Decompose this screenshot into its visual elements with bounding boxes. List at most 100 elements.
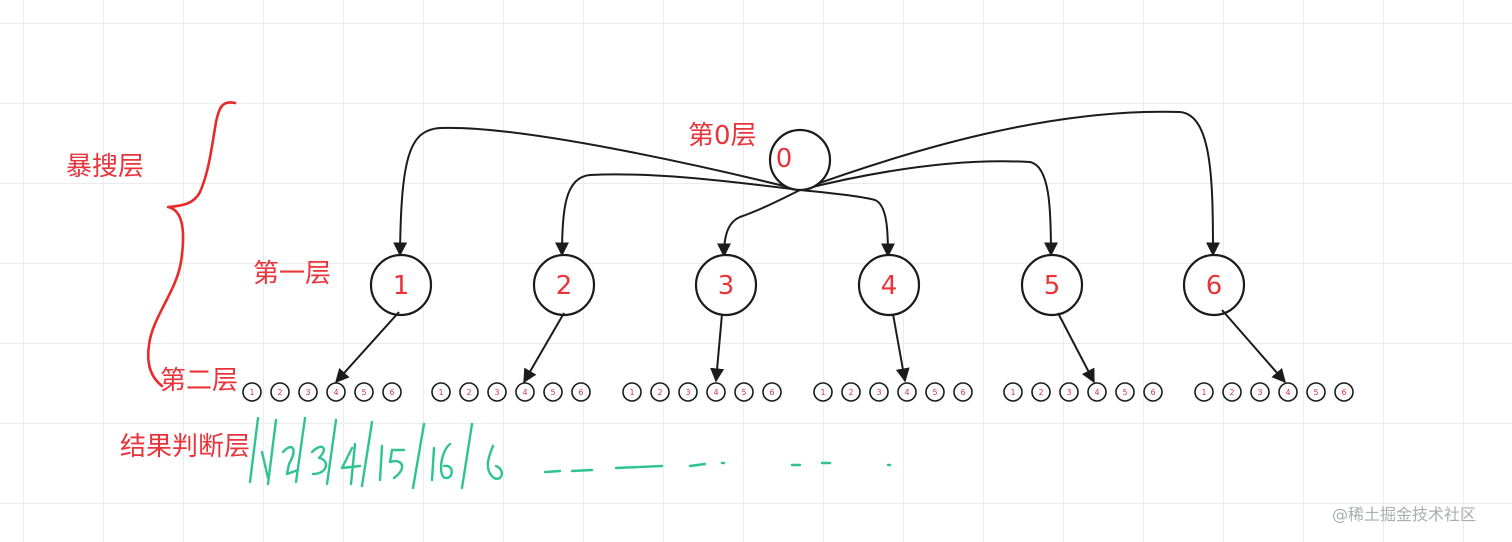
second-group-6: 1 2 3 4 5 6 [1194, 382, 1354, 402]
second-node-label: 3 [494, 388, 499, 397]
second-node-label: 1 [820, 388, 825, 397]
second-node-label: 2 [848, 388, 853, 397]
layer2-label: 第二层 [160, 366, 238, 396]
second-node [1115, 382, 1135, 402]
second-node [1306, 382, 1326, 402]
first-node-5-label: 5 [1044, 271, 1061, 301]
second-node-label: 5 [1313, 388, 1318, 397]
layer1-label: 第一层 [253, 259, 331, 289]
handwritten-result [248, 416, 892, 490]
edge-root-1 [393, 126, 801, 257]
first-node-2-label: 2 [556, 271, 573, 301]
second-node [1222, 382, 1242, 402]
second-node-label: 1 [1010, 388, 1015, 397]
second-node [897, 382, 917, 402]
first-node-1-label: 1 [393, 271, 410, 301]
second-node-label: 4 [333, 388, 338, 397]
second-node [571, 382, 591, 402]
edge-6-group [1221, 309, 1286, 384]
second-node-label: 2 [657, 388, 662, 397]
second-node-label: 1 [249, 388, 254, 397]
second-node-label: 1 [438, 388, 443, 397]
second-node [841, 382, 861, 402]
edge-root-3 [717, 189, 801, 258]
edge-root-4 [799, 189, 895, 258]
second-node-label: 6 [769, 388, 774, 397]
second-node [382, 382, 402, 402]
second-node [1250, 382, 1270, 402]
second-node [813, 382, 833, 402]
second-node-label: 5 [741, 388, 746, 397]
second-node [1003, 382, 1023, 402]
first-node-3 [694, 253, 758, 317]
second-node-label: 6 [1341, 388, 1346, 397]
second-node-label: 4 [522, 388, 527, 397]
first-to-second-edges [335, 309, 1286, 384]
edge-5-group [1057, 312, 1095, 384]
edge-1-group [335, 311, 400, 384]
root-edges [393, 110, 1220, 258]
second-node [762, 382, 782, 402]
second-node [622, 382, 642, 402]
first-node-4 [857, 253, 921, 317]
second-node-label: 3 [685, 388, 690, 397]
second-node-label: 1 [1201, 388, 1206, 397]
first-node-5 [1020, 253, 1084, 317]
second-node [869, 382, 889, 402]
second-node-label: 3 [305, 388, 310, 397]
second-node [734, 382, 754, 402]
brute-layer-label: 暴搜层 [66, 152, 144, 182]
edge-3-group [710, 313, 725, 383]
second-node-label: 1 [629, 388, 634, 397]
second-node-label: 5 [1122, 388, 1127, 397]
second-node [1334, 382, 1354, 402]
first-node-3-label: 3 [718, 271, 735, 301]
first-node-2 [532, 253, 596, 317]
second-node [298, 382, 318, 402]
watermark: @稀土掘金技术社区 [1332, 505, 1476, 524]
second-node [678, 382, 698, 402]
second-node-label: 4 [904, 388, 909, 397]
second-node [543, 382, 563, 402]
second-node-label: 6 [960, 388, 965, 397]
second-node-label: 3 [1066, 388, 1071, 397]
result-layer-label: 结果判断层 [120, 432, 250, 462]
second-node-label: 2 [466, 388, 471, 397]
second-node-label: 5 [932, 388, 937, 397]
root-label: 0 [776, 144, 793, 174]
first-node-6-label: 6 [1206, 271, 1223, 301]
second-node [326, 382, 346, 402]
second-node [270, 382, 290, 402]
second-node-label: 4 [1285, 388, 1290, 397]
edge-2-group [523, 312, 565, 384]
edge-root-2 [555, 173, 801, 257]
second-node [1143, 382, 1163, 402]
second-node [925, 382, 945, 402]
layer0-label: 第0层 [688, 121, 757, 151]
second-node-label: 5 [361, 388, 366, 397]
first-node-4-label: 4 [881, 271, 898, 301]
second-node [354, 382, 374, 402]
second-node-label: 2 [277, 388, 282, 397]
second-node [1087, 382, 1107, 402]
layer-brace [146, 101, 237, 388]
second-node [515, 382, 535, 402]
second-node [459, 382, 479, 402]
second-node [1031, 382, 1051, 402]
second-node [706, 382, 726, 402]
second-node [1059, 382, 1079, 402]
second-node-label: 2 [1229, 388, 1234, 397]
second-node [242, 382, 262, 402]
first-node-1 [369, 253, 433, 317]
second-node-label: 3 [1257, 388, 1262, 397]
second-node [1194, 382, 1214, 402]
second-node [953, 382, 973, 402]
root-node [768, 128, 832, 192]
second-node-label: 6 [578, 388, 583, 397]
second-node-label: 4 [1094, 388, 1099, 397]
